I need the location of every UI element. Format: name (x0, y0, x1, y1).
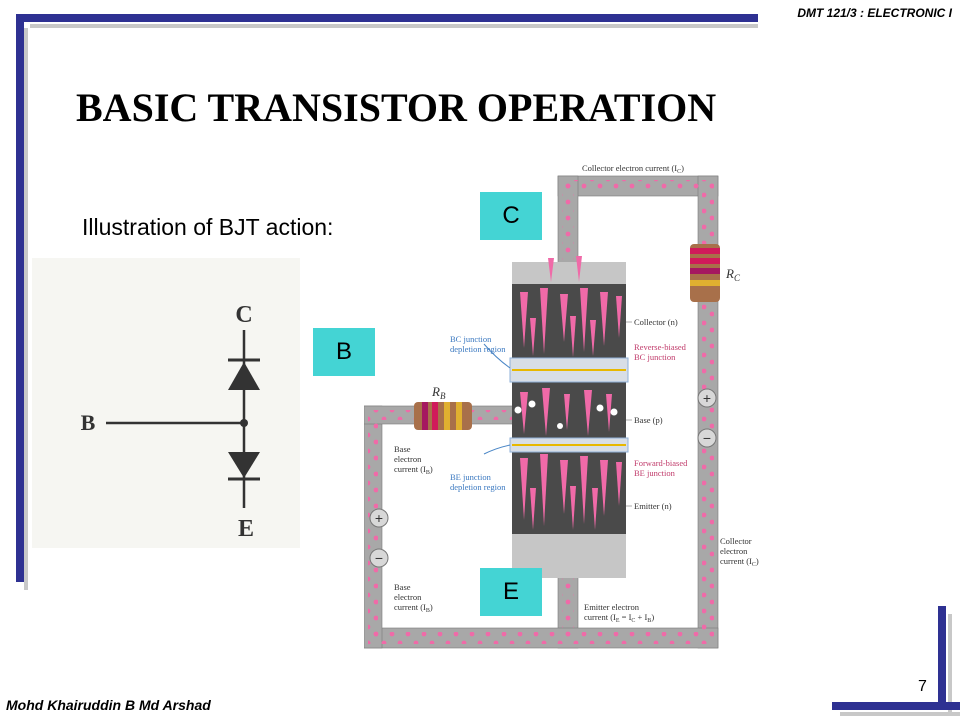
collector-terminal-box: C (480, 192, 542, 240)
frame-bar-top (16, 14, 758, 22)
symbol-emitter-label: E (238, 516, 254, 542)
bjt-diode-model: C B E (32, 258, 300, 548)
emitter-current-a: Emitter electron (584, 602, 640, 612)
be-depletion-label-2: depletion region (450, 482, 506, 492)
frame-shadow-top (30, 24, 758, 28)
collector-region-label: Collector (n) (634, 317, 678, 327)
forward-biased-label-1: Forward-biased (634, 458, 688, 468)
frame-shadow-bottom (840, 712, 960, 716)
rb-label: RB (431, 384, 446, 401)
base-current-1-a: Base (394, 444, 411, 454)
bc-depletion-label-1: BC junction (450, 334, 492, 344)
rc-resistor (690, 244, 720, 302)
frame-bar-right (938, 606, 946, 710)
collector-current-top-label: Collector electron current (IC) (582, 163, 684, 175)
frame-shadow-left (24, 28, 28, 590)
page-number: 7 (918, 678, 927, 695)
reverse-biased-label-2: BC junction (634, 352, 676, 362)
rc-minus: − (703, 430, 711, 446)
base-current-1-c: current (IB) (394, 464, 433, 476)
frame-shadow-right (948, 614, 952, 716)
emitter-region-label: Emitter (n) (634, 501, 672, 511)
base-current-1-b: electron (394, 454, 422, 464)
symbol-collector-label: C (235, 302, 252, 328)
frame-bar-bottom (832, 702, 960, 710)
be-depletion-label-1: BE junction (450, 472, 492, 482)
base-current-2-c: current (IB) (394, 602, 433, 614)
collector-current-right-a: Collector (720, 536, 752, 546)
vbb-minus: − (375, 550, 383, 566)
forward-biased-label-2: BE junction (634, 468, 676, 478)
base-current-2-b: electron (394, 592, 422, 602)
vbb-plus: + (375, 510, 383, 526)
emitter-terminal-box: E (480, 568, 542, 616)
collector-current-right-b: electron (720, 546, 748, 556)
slide-title: BASIC TRANSISTOR OPERATION (76, 85, 717, 130)
rb-resistor (414, 402, 472, 430)
author-name: Mohd Khairuddin B Md Arshad (6, 697, 211, 713)
course-code: DMT 121/3 : ELECTRONIC I (797, 6, 952, 20)
collector-current-right-c: current (IC) (720, 556, 759, 568)
frame-bar-left (16, 14, 24, 582)
base-region-label: Base (p) (634, 415, 663, 425)
emitter-current-b: current (IE = IC + IB) (584, 612, 654, 624)
reverse-biased-label-1: Reverse-biased (634, 342, 687, 352)
base-terminal-box: B (313, 328, 375, 376)
rc-plus: + (703, 390, 711, 406)
base-current-2-a: Base (394, 582, 411, 592)
bc-depletion-label-2: depletion region (450, 344, 506, 354)
slide-subtitle: Illustration of BJT action: (82, 214, 334, 240)
rc-label: RC (725, 266, 741, 283)
bjt-action-figure: + − + − Collector electron current (IC) … (363, 158, 774, 668)
symbol-base-label: B (81, 410, 96, 435)
